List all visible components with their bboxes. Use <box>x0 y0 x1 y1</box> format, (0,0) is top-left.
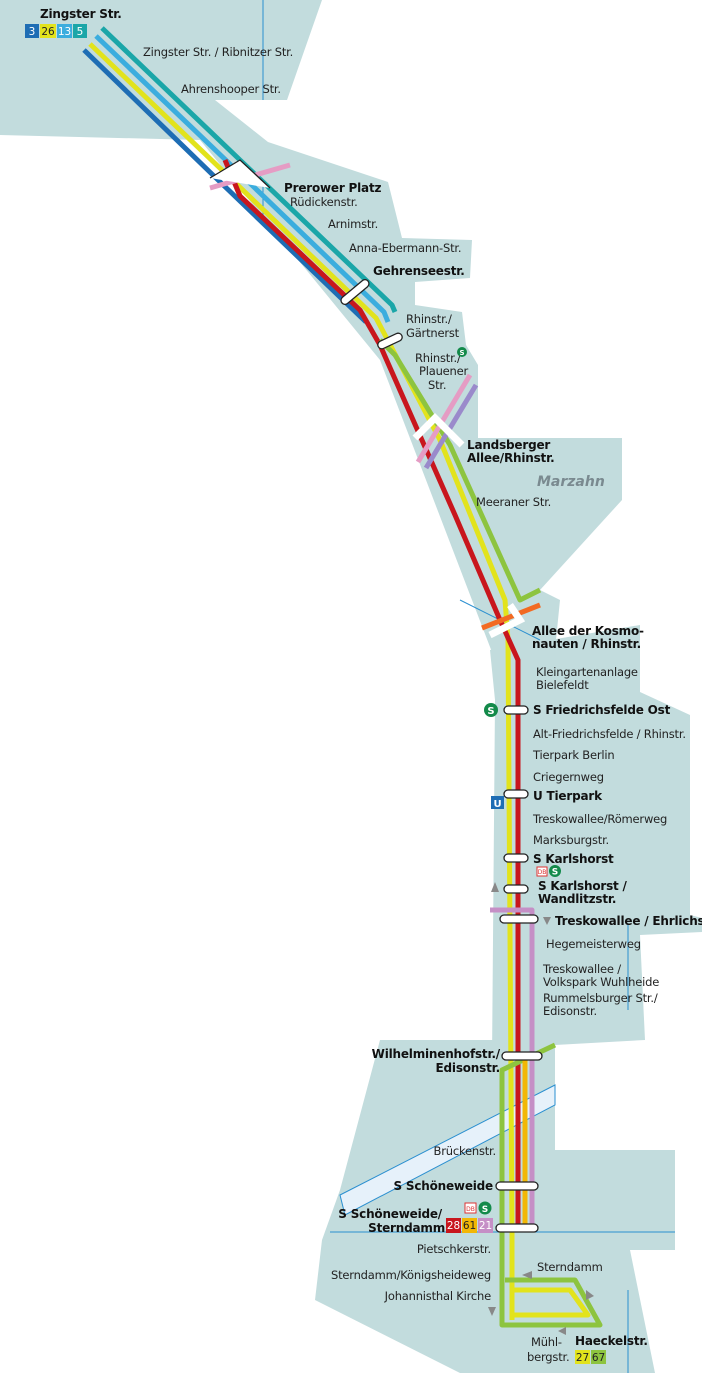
sbahn-icon: S <box>478 1201 492 1215</box>
station-label: Tierpark Berlin <box>532 748 614 762</box>
db-icon: DB <box>464 1202 477 1214</box>
badge-line-67: 67 <box>592 1352 605 1364</box>
station-label: Ahrenshooper Str. <box>181 82 281 96</box>
line-badges-zingster: 3 26 13 5 <box>25 24 87 38</box>
badge-line-5: 5 <box>77 26 84 38</box>
badge-line-3: 3 <box>29 26 36 38</box>
station-label: Sterndamm <box>368 1221 445 1235</box>
line-badges-schoeneweide: 28 61 21 <box>446 1218 493 1233</box>
station-label: Treskowallee / <box>542 962 621 976</box>
svg-text:DB: DB <box>538 869 547 876</box>
station-label: Sterndamm <box>537 1260 603 1274</box>
badge-line-13: 13 <box>58 26 71 38</box>
station-label: Anna-Ebermann-Str. <box>349 241 461 255</box>
station-label: Wandlitzstr. <box>538 892 616 906</box>
station-label: Plauener <box>419 364 469 378</box>
station-label: Brückenstr. <box>434 1144 496 1158</box>
station-label: Arnimstr. <box>328 217 378 231</box>
direction-arrow-icons <box>488 882 594 1335</box>
station-label: Edisonstr. <box>436 1061 500 1075</box>
svg-text:S: S <box>482 1205 488 1215</box>
station-label: Alt-Friedrichsfelde / Rhinstr. <box>533 727 686 741</box>
badge-line-21: 21 <box>479 1220 492 1232</box>
line-yellow-loop <box>509 1287 591 1318</box>
line-red <box>222 159 521 1230</box>
station-label: nauten / Rhinstr. <box>532 637 641 651</box>
station-label: Sterndamm/Königsheideweg <box>331 1268 491 1282</box>
station-label: Wilhelminenhofstr./ <box>372 1047 501 1061</box>
badge-line-61: 61 <box>463 1220 476 1232</box>
ubahn-icon: U <box>491 796 504 810</box>
station-label: Gehrenseestr. <box>373 264 465 278</box>
line-green <box>378 338 542 603</box>
svg-text:S: S <box>552 868 558 878</box>
sbahn-icon: S <box>457 347 467 357</box>
station-label: Rüdickenstr. <box>290 195 358 209</box>
line-badges-haeckel: 27 67 <box>575 1350 606 1364</box>
station-label: S Friedrichsfelde Ost <box>533 703 671 717</box>
line-violet-landsberger <box>423 383 479 470</box>
station-label: Prerower Platz <box>284 181 381 195</box>
station-label: bergstr. <box>527 1350 569 1364</box>
station-label: Treskowallee / Ehrlichstr. <box>555 914 702 928</box>
svg-text:S: S <box>487 706 494 717</box>
station-label: Bielefeldt <box>536 678 589 692</box>
station-label: Allee/Rhinstr. <box>467 451 554 465</box>
station-markers <box>209 159 543 1233</box>
svg-text:DB: DB <box>466 1206 475 1213</box>
svg-text:U: U <box>493 799 501 810</box>
station-label: Hegemeisterweg <box>546 937 641 951</box>
station-label: Landsberger <box>467 438 550 452</box>
station-label: Kleingartenanlage <box>536 665 638 679</box>
line-green-south <box>499 1042 603 1328</box>
station-label: Rummelsburger Str./ <box>543 991 658 1005</box>
station-label: Str. <box>428 378 446 392</box>
line-13 <box>94 34 391 323</box>
station-label: Rhinstr./ <box>406 312 452 326</box>
station-label: Criegernweg <box>533 770 604 784</box>
line-orange-kosmonauten <box>481 602 541 631</box>
sbahn-icon: S <box>484 703 498 717</box>
station-label: Haeckelstr. <box>575 1334 648 1348</box>
station-label: Pietschkerstr. <box>417 1242 491 1256</box>
line-5 <box>100 26 398 313</box>
station-label: Volkspark Wuhlheide <box>543 975 659 989</box>
line-pink-landsberger <box>415 373 473 464</box>
tram-lines <box>82 26 603 1328</box>
station-label: Treskowallee/Römerweg <box>532 812 667 826</box>
station-label: S Karlshorst <box>533 852 614 866</box>
station-label: Rhinstr./ <box>415 351 461 365</box>
station-label: Allee der Kosmo- <box>532 624 644 638</box>
station-label: Zingster Str. / Ribnitzer Str. <box>143 45 293 59</box>
db-icon: DB <box>536 866 548 877</box>
station-label: S Schöneweide <box>393 1179 493 1193</box>
station-label: Edisonstr. <box>543 1004 597 1018</box>
station-label: S Karlshorst / <box>538 879 628 893</box>
badge-line-28: 28 <box>447 1220 460 1232</box>
district-label: Marzahn <box>537 474 605 490</box>
badge-line-27: 27 <box>576 1352 589 1364</box>
badge-line-26: 26 <box>41 26 55 38</box>
sbahn-icon: S <box>549 865 561 878</box>
terminus-zingster-label: Zingster Str. <box>40 7 122 21</box>
station-labels: Zingster Str. / Ribnitzer Str. Ahrenshoo… <box>143 45 702 1364</box>
station-label: S Schöneweide/ <box>338 1207 443 1221</box>
station-label: Marksburgstr. <box>533 833 609 847</box>
station-label: Meeraner Str. <box>476 495 551 509</box>
station-label: Gärtnerst <box>406 326 460 340</box>
station-label: Mühl- <box>531 1335 562 1349</box>
station-label: U Tierpark <box>533 789 603 803</box>
svg-text:S: S <box>459 349 464 357</box>
line-21 <box>490 907 535 1230</box>
station-label: Johannisthal Kirche <box>384 1289 491 1303</box>
